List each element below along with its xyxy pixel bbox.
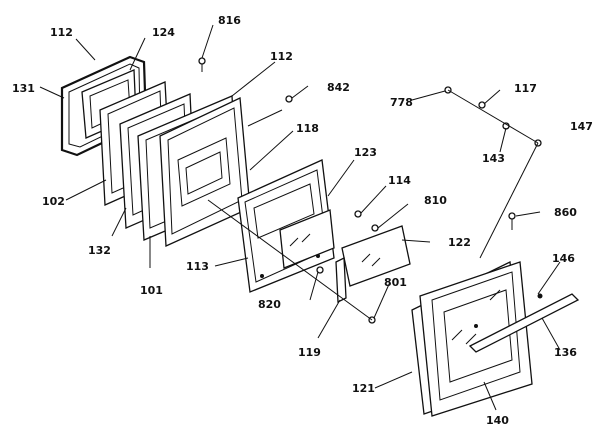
window-123 bbox=[279, 209, 335, 269]
label-122: 122 bbox=[448, 236, 471, 249]
label-123: 123 bbox=[354, 146, 377, 159]
label-816: 816 bbox=[218, 14, 241, 27]
label-131: 131 bbox=[12, 82, 35, 95]
part-117 bbox=[478, 101, 486, 109]
label-117: 117 bbox=[514, 82, 537, 95]
label-101: 101 bbox=[140, 284, 163, 297]
part-labels: 112 124 816 112 131 842 778 117 147 118 … bbox=[12, 14, 593, 427]
label-118: 118 bbox=[296, 122, 319, 135]
label-140: 140 bbox=[486, 414, 509, 427]
screw-860 bbox=[508, 212, 516, 220]
label-147: 147 bbox=[570, 120, 593, 133]
screw-820 bbox=[316, 266, 324, 274]
door-liner-assembly bbox=[60, 55, 251, 247]
inner-door-panel-113 bbox=[237, 159, 335, 293]
label-820: 820 bbox=[258, 298, 281, 311]
label-102: 102 bbox=[42, 195, 65, 208]
label-143: 143 bbox=[482, 152, 505, 165]
label-860: 860 bbox=[554, 206, 577, 219]
hinge-119 bbox=[335, 256, 347, 304]
label-114: 114 bbox=[388, 174, 411, 187]
label-112-a: 112 bbox=[50, 26, 73, 39]
label-121: 121 bbox=[352, 382, 375, 395]
screw-816 bbox=[198, 57, 206, 65]
label-119: 119 bbox=[298, 346, 321, 359]
clip-114 bbox=[354, 210, 362, 218]
screw-810 bbox=[371, 224, 379, 232]
glass-122 bbox=[341, 225, 411, 287]
label-132: 132 bbox=[88, 244, 111, 257]
leader-lines bbox=[39, 24, 561, 411]
label-136: 136 bbox=[554, 346, 577, 359]
screw-842 bbox=[285, 95, 293, 103]
handle-136 bbox=[468, 293, 580, 353]
label-810: 810 bbox=[424, 194, 447, 207]
hinge-link-parts bbox=[444, 86, 542, 259]
label-778: 778 bbox=[390, 96, 413, 109]
label-124: 124 bbox=[152, 26, 175, 39]
label-113: 113 bbox=[186, 260, 209, 273]
label-801: 801 bbox=[384, 276, 407, 289]
label-112-b: 112 bbox=[270, 50, 293, 63]
label-146: 146 bbox=[552, 252, 575, 265]
outer-door-assembly bbox=[411, 261, 580, 417]
label-842: 842 bbox=[327, 81, 350, 94]
